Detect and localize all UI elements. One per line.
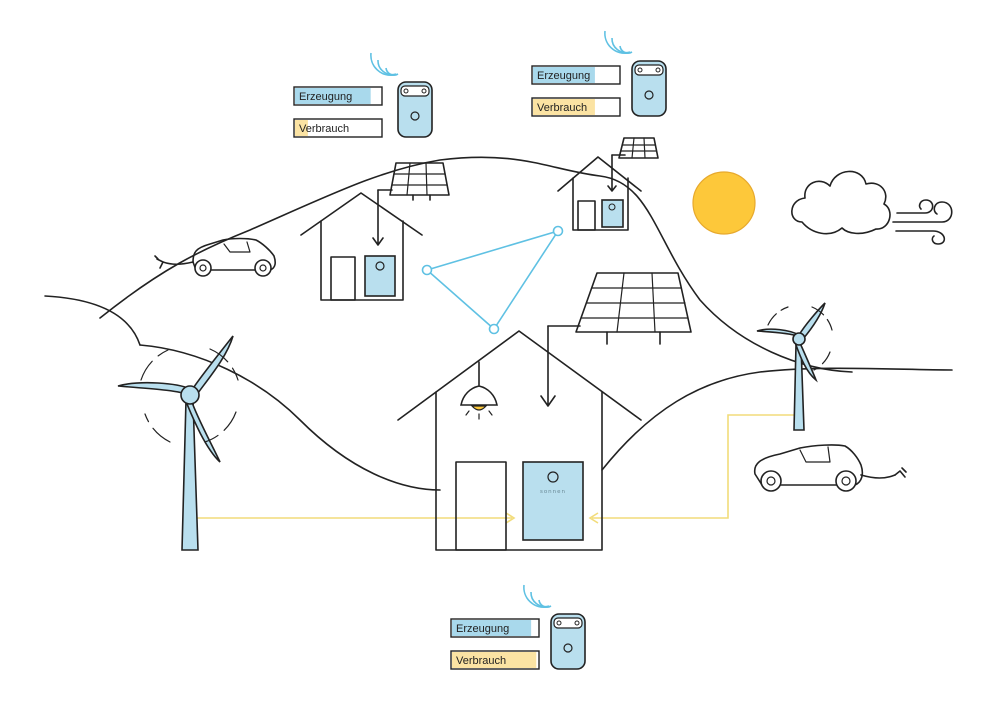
electric-car-icon (154, 237, 276, 277)
production-level-fill (452, 620, 532, 636)
turbine-hub (180, 385, 200, 405)
network-triangle (425, 229, 560, 331)
consumption-level-fill (295, 120, 308, 136)
arrow-down (372, 189, 384, 246)
network-node (488, 323, 500, 335)
house-walls (435, 391, 603, 551)
turbine-blade (191, 335, 234, 398)
consumption-bar (293, 118, 383, 138)
production-label: Erzeugung (537, 70, 590, 82)
door (455, 461, 507, 551)
house-icon: sonnen (397, 325, 642, 551)
lamp-icon (460, 361, 498, 420)
door (330, 256, 356, 301)
charging-cable (162, 261, 194, 266)
consumption-label: Verbrauch (456, 655, 506, 667)
battery-icon (631, 60, 667, 117)
hill-back (99, 156, 853, 373)
cloud-icon (791, 170, 891, 235)
consumption-level-fill (452, 652, 537, 668)
electric-car-icon (753, 444, 907, 492)
turbine-blade (756, 328, 801, 337)
solar-panel-icon (575, 272, 692, 345)
arrow-down (540, 325, 556, 407)
wind-icon (892, 199, 953, 245)
hill-front-right (601, 367, 953, 471)
energy-meter: Erzeugung Verbrauch (450, 584, 586, 670)
roof (557, 156, 642, 192)
turbine-blade (795, 341, 818, 383)
energy-flow-lines (197, 414, 798, 524)
solar-panel-icon (389, 162, 450, 201)
house-icon (557, 154, 642, 231)
battery-icon (601, 199, 624, 228)
sun-icon (692, 171, 756, 235)
turbine-hub (792, 332, 806, 346)
charging-cable (860, 474, 896, 479)
hill-front-left (139, 344, 441, 491)
plug-icon (894, 467, 907, 478)
consumption-level-fill (533, 99, 595, 115)
production-label: Erzeugung (299, 91, 352, 103)
battery-icon (522, 461, 584, 541)
hill-left-edge (44, 295, 141, 346)
wifi-icon (370, 52, 399, 77)
turbine-blade (797, 302, 826, 341)
roof (397, 330, 642, 421)
landscape (44, 156, 953, 491)
battery-brand-label: sonnen (540, 489, 566, 495)
production-level-fill (295, 88, 371, 104)
plug-icon (154, 255, 164, 269)
house-walls (572, 177, 629, 231)
energy-meter: Erzeugung Verbrauch (293, 52, 433, 138)
production-label: Erzeugung (456, 623, 509, 635)
wifi-icon (523, 584, 552, 609)
house-icon (300, 189, 423, 301)
door (577, 200, 596, 231)
house-walls (320, 220, 404, 301)
energy-meter: Erzeugung Verbrauch (531, 30, 667, 117)
wifi-icon (604, 30, 633, 55)
wind-turbine-icon (117, 335, 239, 551)
network-node (552, 225, 564, 237)
network-node (421, 264, 433, 276)
turbine-blade (117, 381, 191, 397)
flow-arrowhead-left (505, 512, 516, 524)
solar-panel-icon (618, 137, 659, 159)
production-level-fill (533, 67, 595, 83)
battery-icon (550, 613, 586, 670)
consumption-label: Verbrauch (537, 102, 587, 114)
wind-turbine-icon (756, 302, 833, 431)
flow-right-to-battery (592, 414, 798, 519)
turbine-blade (185, 400, 221, 463)
battery-icon (364, 255, 396, 297)
consumption-label: Verbrauch (299, 123, 349, 135)
battery-icon (397, 81, 433, 138)
flow-arrowhead-right (588, 512, 599, 524)
community-network (421, 225, 564, 335)
